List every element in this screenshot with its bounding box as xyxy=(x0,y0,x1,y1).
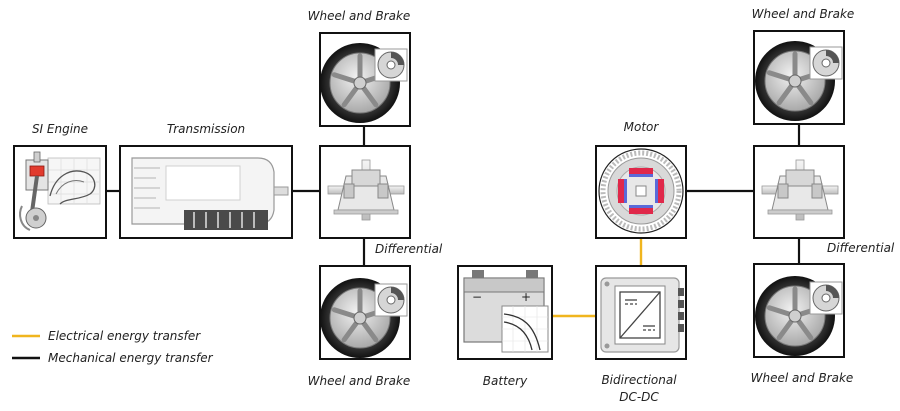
dcdc-label-line2: DC-DC xyxy=(619,390,659,404)
dcdc-label-line1: Bidirectional xyxy=(601,373,677,387)
wheel-bottom-left-label: Wheel and Brake xyxy=(308,374,411,388)
wheel-top-right-component xyxy=(754,30,845,125)
legend: Electrical energy transfer Mechanical en… xyxy=(12,329,214,365)
differential-left-label: Differential xyxy=(375,242,443,256)
wheel-top-left-label: Wheel and Brake xyxy=(308,9,411,23)
wheel-bottom-left-component xyxy=(320,265,411,359)
wheel-bottom-right-component xyxy=(754,263,845,357)
battery-plus-label: + xyxy=(521,290,531,304)
battery-icon: − + xyxy=(463,270,549,353)
transmission-label: Transmission xyxy=(167,122,245,136)
legend-mechanical-label: Mechanical energy transfer xyxy=(48,351,214,365)
motor-label: Motor xyxy=(624,120,660,134)
mechanical-links xyxy=(106,124,801,266)
legend-electrical-label: Electrical energy transfer xyxy=(48,329,201,343)
battery-component: − + xyxy=(457,265,553,360)
battery-minus-label: − xyxy=(472,290,482,304)
wheel-top-right-label: Wheel and Brake xyxy=(752,7,855,21)
wheel-top-left-component xyxy=(320,32,411,127)
dcdc-component xyxy=(595,265,687,360)
dcdc-converter-icon xyxy=(600,277,684,353)
transmission-icon xyxy=(131,157,289,230)
differential-right-component xyxy=(753,145,845,239)
differential-right-label: Differential xyxy=(827,241,895,255)
differential-left-component xyxy=(319,145,411,239)
electrical-links xyxy=(552,238,643,318)
motor-icon xyxy=(598,148,684,234)
transmission-component xyxy=(119,145,293,239)
battery-label: Battery xyxy=(483,374,528,388)
engine-component xyxy=(13,145,107,239)
wheel-bottom-right-label: Wheel and Brake xyxy=(751,371,854,385)
motor-component xyxy=(595,145,687,239)
engine-icon xyxy=(19,151,101,231)
engine-label: SI Engine xyxy=(32,122,88,136)
